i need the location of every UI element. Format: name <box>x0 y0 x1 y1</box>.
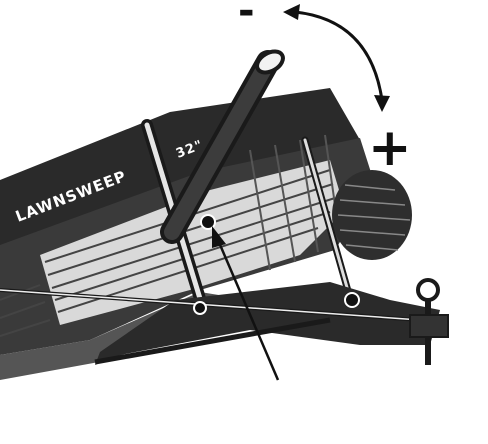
brush-drum <box>332 170 412 260</box>
hopper-top-band <box>0 88 360 250</box>
frame-bolt <box>344 292 360 308</box>
hitch-pin <box>409 278 449 365</box>
minus-sign: - <box>238 0 255 34</box>
pointer-arrowhead <box>212 226 226 248</box>
tow-frame <box>0 282 440 365</box>
plus-sign: + <box>368 118 412 178</box>
pointer-arrow <box>216 239 280 381</box>
lever-pivot <box>200 214 216 230</box>
lever-grip-end <box>255 49 285 75</box>
arc-arrowhead-right <box>374 95 390 112</box>
arc-arrowhead-left <box>283 4 300 20</box>
adjustment-lever <box>160 49 285 244</box>
adjustment-arc-arrow <box>294 10 384 101</box>
